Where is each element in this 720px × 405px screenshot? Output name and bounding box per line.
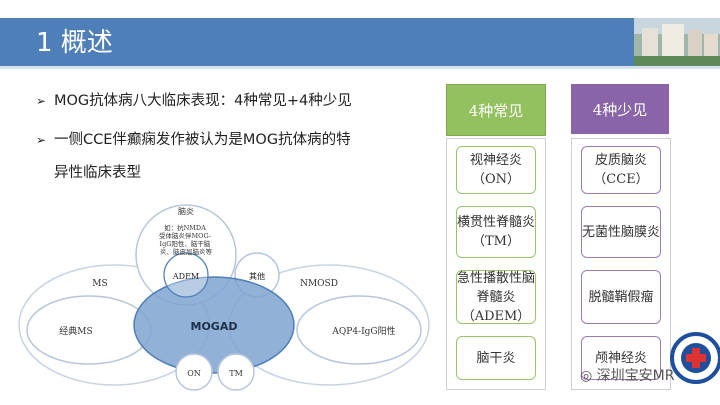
encephalitis-note: 如：抗NMDA 受体脑炎伴MOG- IgG阳性、脑干脑 炎、脑皮层脑炎等 [159, 223, 213, 256]
tm-label: TM [229, 369, 243, 378]
encephalitis-title: 脑炎 [178, 206, 194, 216]
rare-item-meningitis: 无菌性脑膜炎 [581, 206, 661, 258]
bullet-2: ➢一侧CCE伴癫痫发作被认为是MOG抗体病的特 [36, 127, 351, 153]
rare-header: 4种少见 [571, 84, 669, 134]
common-item-brainstem: 脑干炎 [456, 336, 536, 380]
common-header: 4种常见 [446, 84, 546, 136]
on-label: ON [187, 369, 201, 378]
rare-item-pseudotumor: 脱髓鞘假瘤 [581, 270, 661, 324]
ms-label: MS [92, 279, 107, 289]
common-item-adem: 急性播散性脑脊髓炎（ADEM） [456, 270, 536, 324]
bullet-2-continuation: 异性临床表型 [54, 160, 141, 186]
arrow-bullet-icon: ➢ [36, 88, 54, 114]
rare-item-cce: 皮质脑炎（CCE） [581, 146, 661, 194]
adem-label: ADEM [172, 272, 199, 281]
classic-ms-label: 经典MS [59, 325, 92, 337]
bullet-1-text: MOG抗体病八大临床表现：4种常见+4种少见 [54, 93, 352, 109]
mog-venn-diagram: 脑炎 如：抗NMDA 受体脑炎伴MOG- IgG阳性、脑干脑 炎、脑皮层脑炎等 … [14, 200, 434, 400]
aqp4-label: AQP4-IgG阳性 [331, 325, 395, 337]
page-title: 1 概述 [36, 26, 113, 60]
hospital-logo [670, 332, 720, 384]
title-bar-shadow [0, 66, 720, 69]
other-label: 其他 [249, 271, 265, 281]
bullet-1: ➢MOG抗体病八大临床表现：4种常见+4种少见 [36, 88, 352, 114]
nmosd-label: NMOSD [300, 279, 338, 289]
hospital-building-image [634, 18, 720, 66]
common-item-tm: 横贯性脊髓炎（TM） [456, 206, 536, 258]
wechat-icon: ◎ [580, 368, 597, 384]
mogad-label: MOGAD [191, 320, 238, 333]
watermark-text: 深圳宝安MR [597, 368, 675, 384]
arrow-bullet-icon: ➢ [36, 127, 54, 153]
bullet-2-text-line1: 一侧CCE伴癫痫发作被认为是MOG抗体病的特 [54, 132, 351, 148]
common-item-on: 视神经炎（ON） [456, 146, 536, 194]
watermark: ◎ 深圳宝安MR [580, 365, 674, 385]
